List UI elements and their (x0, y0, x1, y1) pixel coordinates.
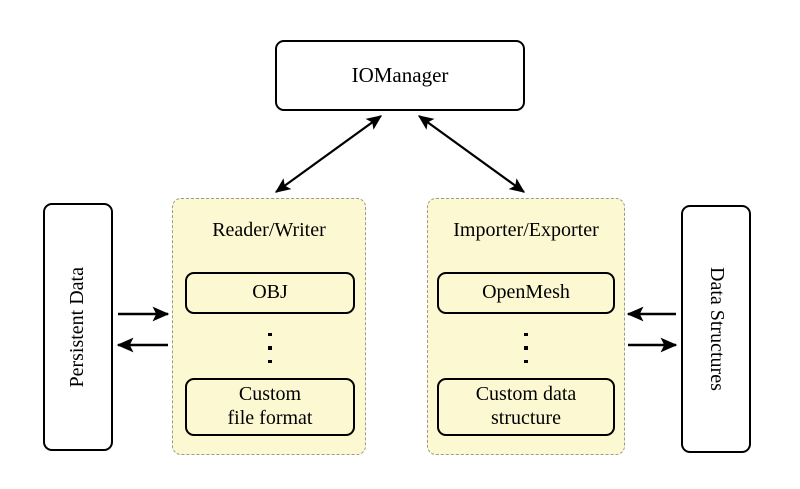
ellipsis-dot (524, 359, 528, 363)
node-persistent-data[interactable]: Persistent Data (43, 203, 113, 451)
ellipsis-dot (524, 346, 528, 350)
node-iomanager-label: IOManager (351, 63, 449, 88)
ellipsis-dot (268, 346, 272, 350)
node-data-structures-label: Data Structures (705, 267, 728, 391)
ellipsis-dot (268, 359, 272, 363)
group-title-reader-writer: Reader/Writer (212, 219, 326, 241)
node-custom-file-format-line1: Custom (238, 383, 302, 406)
node-custom-file-format-line2: file format (227, 407, 313, 429)
arrow-manager-reader-writer (275, 115, 382, 193)
ellipsis-importer-exporter (519, 333, 533, 363)
node-custom-data-structure-line1: Custom data (475, 383, 577, 406)
node-openmesh[interactable]: OpenMesh (437, 272, 615, 314)
node-custom-data-structure[interactable]: Custom data structure (437, 378, 615, 436)
node-data-structures[interactable]: Data Structures (681, 205, 751, 453)
node-obj-label: OBJ (252, 281, 288, 304)
node-obj[interactable]: OBJ (185, 272, 355, 314)
ellipsis-reader-writer (263, 333, 277, 363)
ellipsis-dot (268, 333, 272, 337)
node-custom-file-format[interactable]: Custom file format (185, 378, 355, 436)
arrow-manager-importer-exporter (418, 115, 525, 193)
node-custom-data-structure-line2: structure (491, 407, 561, 429)
node-iomanager[interactable]: IOManager (275, 40, 525, 111)
node-openmesh-label: OpenMesh (482, 281, 570, 304)
ellipsis-dot (524, 333, 528, 337)
node-persistent-data-label: Persistent Data (66, 266, 89, 388)
group-title-importer-exporter: Importer/Exporter (453, 219, 599, 241)
